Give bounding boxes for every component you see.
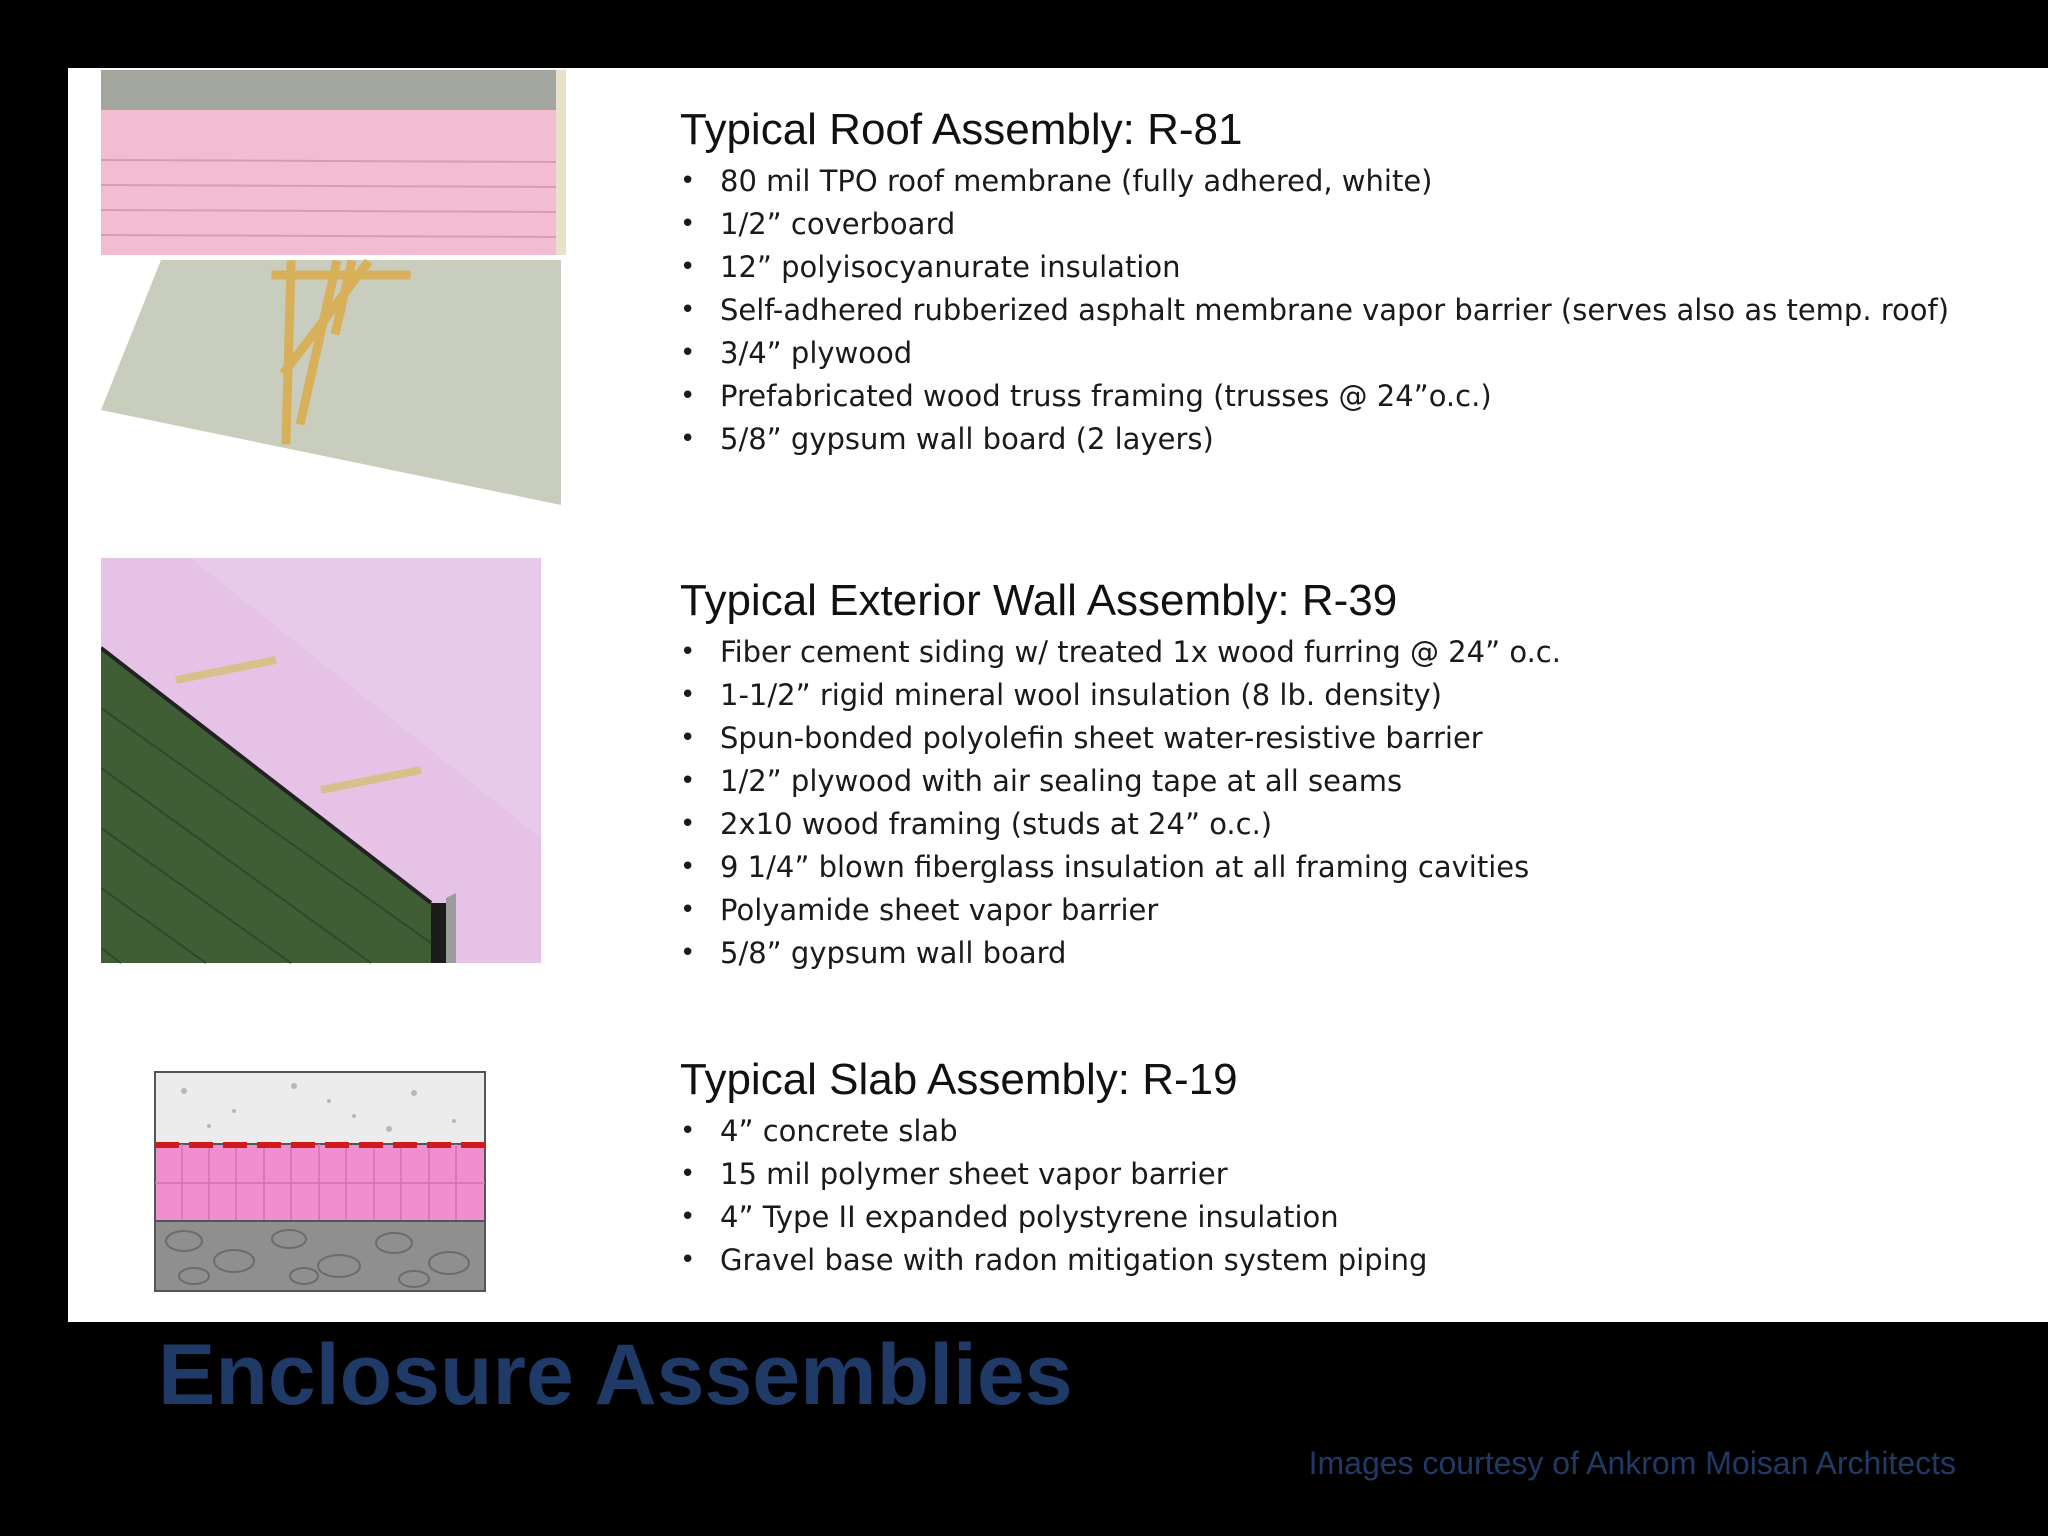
list-item: 5/8” gypsum wall board [680,932,1561,975]
slab-list: 4” concrete slab 15 mil polymer sheet va… [680,1110,1427,1282]
list-item: 3/4” plywood [680,332,1949,375]
roof-list: 80 mil TPO roof membrane (fully adhered,… [680,160,1949,461]
list-item: 9 1/4” blown fiberglass insulation at al… [680,846,1561,889]
wall-assembly-illustration [101,558,541,964]
content-panel: Typical Roof Assembly: R-81 80 mil TPO r… [68,68,2048,1322]
list-item: 1/2” plywood with air sealing tape at al… [680,760,1561,803]
list-item: 1/2” coverboard [680,203,1949,246]
list-item: 5/8” gypsum wall board (2 layers) [680,418,1949,461]
list-item: Fiber cement siding w/ treated 1x wood f… [680,631,1561,674]
slab-heading: Typical Slab Assembly: R-19 [680,1055,1238,1104]
list-item: 1-1/2” rigid mineral wool insulation (8 … [680,674,1561,717]
wall-heading: Typical Exterior Wall Assembly: R-39 [680,576,1398,625]
list-item: Spun-bonded polyolefin sheet water-resis… [680,717,1561,760]
list-item: Gravel base with radon mitigation system… [680,1239,1427,1282]
wall-list: Fiber cement siding w/ treated 1x wood f… [680,631,1561,975]
list-item: 4” Type II expanded polystyrene insulati… [680,1196,1427,1239]
list-item: Prefabricated wood truss framing (trusse… [680,375,1949,418]
roof-assembly-illustration [101,70,566,505]
list-item: 15 mil polymer sheet vapor barrier [680,1153,1427,1196]
list-item: 2x10 wood framing (studs at 24” o.c.) [680,803,1561,846]
list-item: Self-adhered rubberized asphalt membrane… [680,289,1949,332]
list-item: 4” concrete slab [680,1110,1427,1153]
list-item: 80 mil TPO roof membrane (fully adhered,… [680,160,1949,203]
roof-section: Typical Roof Assembly: R-81 80 mil TPO r… [680,104,1949,461]
list-item: 12” polyisocyanurate insulation [680,246,1949,289]
wall-section: Typical Exterior Wall Assembly: R-39 Fib… [680,575,1561,975]
roof-heading: Typical Roof Assembly: R-81 [680,105,1243,154]
slab-section: Typical Slab Assembly: R-19 4” concrete … [680,1054,1427,1282]
list-item: Polyamide sheet vapor barrier [680,889,1561,932]
image-credit: Images courtesy of Ankrom Moisan Archite… [1308,1445,1956,1481]
page-title: Enclosure Assemblies [158,1327,1073,1423]
slab-assembly-illustration [154,1071,486,1292]
